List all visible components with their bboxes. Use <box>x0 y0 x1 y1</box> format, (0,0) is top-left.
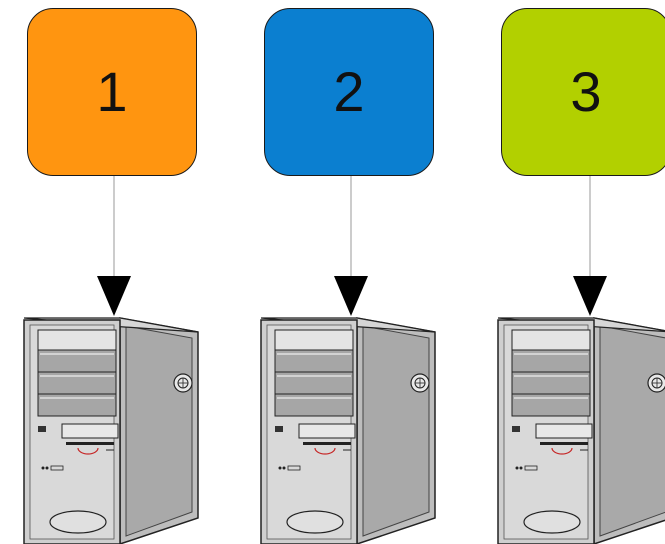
step-box-3: 3 <box>501 8 665 176</box>
step-box-2: 2 <box>264 8 434 176</box>
step-number: 1 <box>96 60 128 123</box>
step-number: 2 <box>333 60 365 123</box>
computer-tower-icon <box>260 317 436 544</box>
arrowhead-1 <box>97 276 131 316</box>
step-box-1: 1 <box>27 8 197 176</box>
arrowhead-2 <box>334 276 368 316</box>
computer-tower-icon <box>497 317 665 544</box>
computer-tower-icon <box>23 317 199 544</box>
step-number: 3 <box>570 60 602 123</box>
arrowhead-3 <box>573 276 607 316</box>
